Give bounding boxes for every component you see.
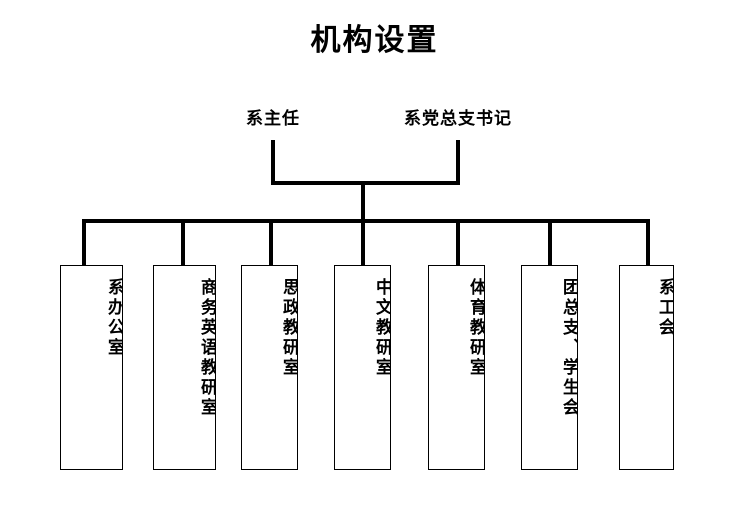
unit-box-physical-education[interactable]: 体育教研室 (428, 265, 485, 470)
unit-label-physical-education: 体育教研室 (466, 278, 485, 378)
unit-label-wrap: 体育教研室 (429, 272, 484, 469)
unit-label-labor-union: 系工会 (655, 278, 674, 338)
unit-label-business-english: 商务英语教研室 (197, 278, 216, 418)
role-label-department-director: 系主任 (246, 109, 300, 129)
unit-box-department-office[interactable]: 系办公室 (60, 265, 123, 470)
connector-drop-1 (82, 219, 86, 266)
connector-distribution-bar (82, 219, 650, 223)
connector-drop-2 (181, 219, 185, 266)
unit-label-wrap: 系工会 (620, 272, 673, 469)
unit-label-department-office: 系办公室 (104, 278, 123, 358)
connector-drop-5 (456, 219, 460, 266)
unit-label-ideology-politics: 思政教研室 (279, 278, 298, 378)
unit-box-business-english[interactable]: 商务英语教研室 (153, 265, 216, 470)
connector-drop-6 (548, 219, 552, 266)
unit-label-chinese-teaching: 中文教研室 (372, 278, 391, 378)
unit-label-wrap: 中文教研室 (335, 272, 390, 469)
connector-bracket-top (271, 181, 460, 185)
role-label-party-secretary: 系党总支书记 (404, 109, 512, 129)
unit-label-wrap: 团总支、学生会 (522, 272, 577, 469)
connector-drop-7 (646, 219, 650, 266)
connector-stub-secretary (456, 140, 460, 185)
unit-label-wrap: 商务英语教研室 (154, 272, 215, 469)
page-title: 机构设置 (310, 23, 439, 58)
connector-center-stem (361, 181, 365, 223)
connector-stub-director (271, 140, 275, 185)
unit-box-ideology-politics[interactable]: 思政教研室 (241, 265, 298, 470)
unit-box-labor-union[interactable]: 系工会 (619, 265, 674, 470)
unit-box-youth-league-student-union[interactable]: 团总支、学生会 (521, 265, 578, 470)
unit-box-chinese-teaching[interactable]: 中文教研室 (334, 265, 391, 470)
connector-drop-3 (269, 219, 273, 266)
unit-label-wrap: 系办公室 (61, 272, 122, 469)
connector-drop-4 (361, 219, 365, 266)
unit-label-youth-league-student-union: 团总支、学生会 (559, 278, 578, 418)
unit-label-wrap: 思政教研室 (242, 272, 297, 469)
